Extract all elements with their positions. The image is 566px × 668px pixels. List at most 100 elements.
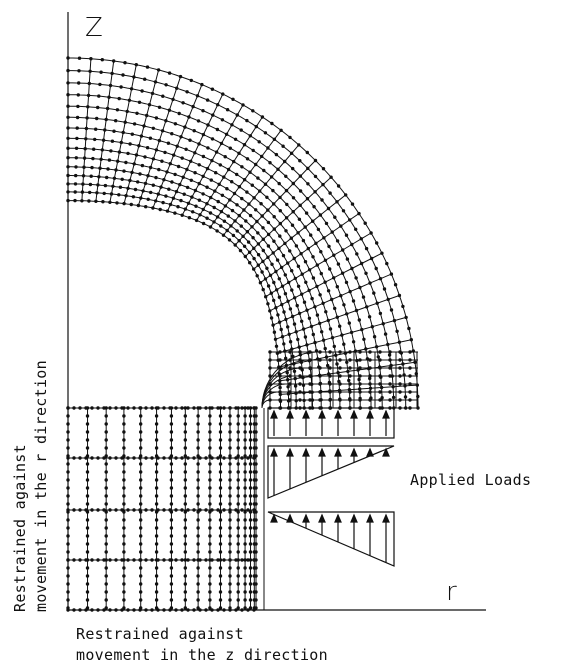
mesh-node (347, 378, 351, 383)
mesh-node (169, 526, 174, 530)
load-arrowhead (382, 409, 390, 419)
mesh-node (85, 518, 90, 522)
mesh-node (324, 221, 329, 226)
mesh-node (111, 184, 115, 188)
mesh-node (285, 370, 289, 375)
mesh-node (196, 462, 200, 466)
mesh-node (398, 390, 402, 394)
mesh-node (216, 558, 220, 562)
mesh-node (240, 196, 244, 201)
mesh-node (139, 422, 143, 426)
mesh-node (156, 558, 160, 562)
mesh-node (154, 526, 159, 530)
mesh-node (344, 193, 348, 197)
mesh-node (214, 171, 218, 175)
mesh-node (268, 358, 272, 362)
mesh-node (298, 398, 302, 402)
mesh-node (100, 148, 105, 152)
mesh-node (236, 414, 240, 418)
mesh-node (245, 230, 250, 234)
mesh-node (196, 470, 200, 474)
mesh-node (277, 277, 281, 281)
mesh-node (304, 280, 308, 284)
mesh-node (208, 574, 212, 578)
mesh-node (183, 494, 187, 498)
mesh-node (196, 502, 200, 506)
mesh-node (215, 229, 219, 233)
mesh-node (104, 526, 108, 530)
mesh-node (85, 422, 90, 426)
mesh-node (122, 518, 126, 522)
mesh-node (363, 221, 367, 225)
mesh-node (110, 139, 115, 143)
mesh-node (241, 103, 245, 107)
mesh-node (348, 289, 352, 294)
mesh-node (254, 502, 258, 506)
mesh-node (180, 406, 184, 410)
mesh-node (236, 534, 240, 538)
mesh-node (297, 217, 302, 221)
mesh-node (379, 385, 384, 390)
mesh-node (72, 406, 76, 410)
mesh-node (154, 486, 159, 490)
mesh-node (398, 374, 402, 378)
mesh-node (112, 129, 116, 133)
mesh-node (315, 284, 319, 289)
mesh-node (187, 115, 191, 119)
mesh-node (242, 244, 247, 248)
mesh-node (402, 373, 406, 377)
mesh-node (73, 190, 77, 194)
mesh-node (296, 337, 300, 342)
mesh-node (266, 220, 271, 225)
mesh-node (287, 280, 291, 285)
mesh-node (268, 382, 272, 386)
mesh-node (75, 126, 79, 130)
mesh-node (288, 135, 292, 140)
mesh-node (156, 68, 161, 72)
mesh-node (120, 406, 124, 410)
mesh-node (156, 192, 160, 196)
mesh-node (248, 414, 253, 418)
mesh-node (286, 325, 290, 329)
mesh-node (333, 215, 337, 219)
mesh-node (114, 168, 118, 172)
mesh-node (176, 164, 181, 169)
mesh-node (266, 146, 270, 150)
mesh-node (286, 385, 290, 389)
mesh-node (196, 590, 200, 594)
mesh-node (229, 224, 233, 228)
mesh-node (139, 470, 143, 474)
mesh-node (252, 256, 256, 261)
mesh-node (139, 518, 143, 522)
mesh-node (126, 508, 130, 512)
mesh-node (274, 344, 279, 348)
mesh-node (378, 366, 382, 370)
mesh-node (216, 508, 220, 512)
mesh-node (194, 204, 198, 208)
r-restraint-note: Restrained against movement in the r dir… (10, 360, 52, 612)
mesh-node (393, 283, 398, 287)
mesh-node (186, 406, 190, 410)
mesh-node (85, 430, 90, 434)
mesh-node (243, 526, 247, 530)
mesh-node (340, 333, 344, 337)
mesh-node (161, 200, 165, 205)
mesh-node (404, 315, 408, 320)
mesh-node (183, 462, 187, 466)
mesh-node (196, 478, 200, 482)
mesh-node (151, 183, 155, 187)
mesh-node (108, 508, 112, 512)
mesh-node (210, 158, 214, 163)
mesh-node (397, 340, 402, 344)
mesh-node (248, 213, 253, 218)
mesh-node (236, 566, 240, 570)
mesh-node (157, 167, 161, 172)
load-arrowhead (318, 409, 326, 419)
r-restraint-note-line1: Restrained against (11, 444, 29, 612)
mesh-node (197, 181, 201, 186)
mesh-node (168, 162, 172, 166)
mesh-node (102, 508, 106, 512)
mesh-node (408, 390, 412, 394)
mesh-node (93, 137, 97, 142)
mesh-node (87, 81, 92, 86)
